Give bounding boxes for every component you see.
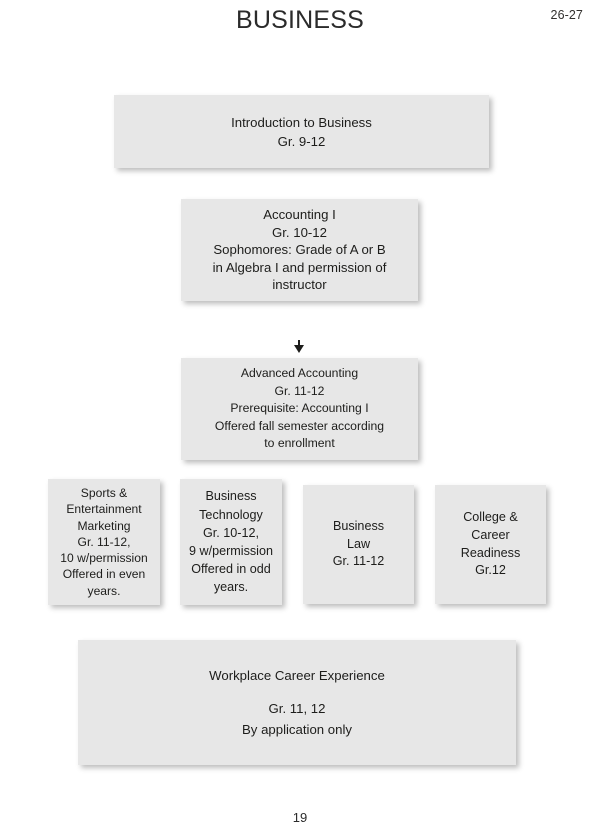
node-text-line: Gr. 10-12 [272,224,327,240]
node-text-line: Career [471,527,510,542]
node-text-line: Gr. 11, 12 [268,700,326,716]
node-text-line: Gr. 11-12, [77,534,131,549]
node-text-line: Accounting I [263,207,336,223]
arrow-stem [298,340,300,347]
node-text-line: Gr. 10-12, [202,525,259,540]
node-text-line: to enrollment [264,436,335,451]
arrow-head [294,345,304,353]
page-number: 19 [292,810,308,825]
node-text-line: Entertainment [66,502,142,517]
node-text-line: Advanced Accounting [240,366,359,381]
node-text-line: 9 w/permission [189,544,273,558]
node-text-line: Business [205,489,257,504]
node-text-line: years. [87,583,121,598]
arrow-down-icon [292,340,306,356]
node-text-line: Workplace Career Experience [209,668,385,684]
node-text-line: Readiness [460,545,521,560]
node-text-line: Introduction to Business [231,114,372,130]
node-text-line: Law [346,536,371,551]
node-text-line: Business [332,519,385,534]
node-text-line: Gr. 11-12 [274,383,325,398]
school-year-label: 26-27 [550,8,583,22]
node-text-line: Technology [199,507,263,522]
node-text-line [84,686,510,697]
node-text-line: College & [463,510,518,525]
node-text-line: 10 w/permission [60,551,148,566]
node-text-line: By application only [242,721,352,737]
node-text-line: Prerequisite: Accounting I [230,401,369,416]
node-text-line: in Algebra I and permission of [212,259,387,275]
page-title: BUSINESS [235,6,365,34]
node-text-line: Gr. 9-12 [277,133,326,149]
node-text-line: instructor [272,277,327,293]
node-text-line: Sophomores: Grade of A or B [213,242,386,258]
node-text-line: Marketing [77,518,131,533]
node-text-line: Offered in odd [191,562,271,577]
node-text-line: years. [213,580,249,595]
node-text-line: Gr. 11-12 [332,554,385,569]
node-text-line: Offered fall semester according [214,418,385,433]
node-text-line: Sports & [80,486,128,501]
node-text-line: Gr.12 [475,563,506,578]
node-text-line: Offered in even [62,567,146,582]
